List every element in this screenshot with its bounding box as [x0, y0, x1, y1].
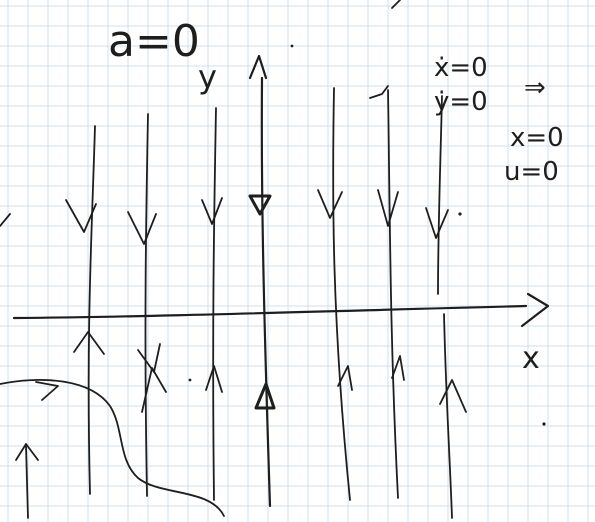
y-axis-label: y — [198, 58, 217, 96]
flow-line-5 — [318, 88, 352, 500]
y-axis — [250, 56, 270, 506]
system-eq-1: ẋ=0 — [434, 53, 488, 83]
flow-line-3 — [202, 108, 222, 500]
result-eq-2: u=0 — [504, 157, 559, 187]
system-eq-2: ẏ=0 — [434, 87, 488, 117]
flow-line-1 — [66, 126, 104, 494]
top-edge-mark — [392, 0, 400, 8]
trajectory-curve — [0, 380, 224, 516]
implies-arrow: ⇒ — [524, 73, 546, 103]
flow-line-2 — [128, 114, 166, 496]
x-axis-label: x — [522, 341, 540, 376]
trajectory-curve-arrowhead — [36, 382, 58, 400]
stray-ink-dots — [189, 45, 546, 426]
equation-label: a=0 — [108, 16, 200, 67]
result-eq-1: x=0 — [510, 123, 564, 153]
flow-line-6 — [370, 86, 404, 498]
